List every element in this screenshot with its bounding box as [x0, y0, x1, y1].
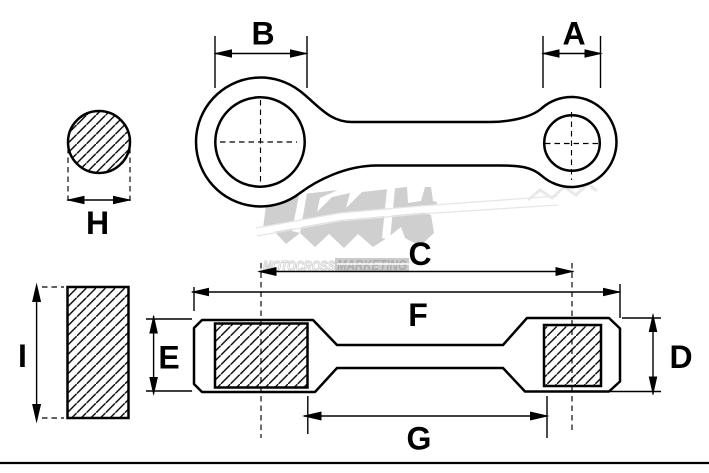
svg-text:H: H	[86, 205, 109, 241]
svg-text:MARKETING: MARKETING	[337, 257, 407, 274]
svg-text:G: G	[407, 421, 432, 457]
svg-text:F: F	[408, 297, 428, 333]
svg-text:B: B	[251, 16, 274, 52]
svg-text:C: C	[408, 236, 431, 272]
svg-text:D: D	[669, 339, 692, 375]
svg-text:E: E	[158, 340, 179, 376]
svg-text:A: A	[562, 16, 585, 52]
svg-text:I: I	[18, 338, 27, 374]
